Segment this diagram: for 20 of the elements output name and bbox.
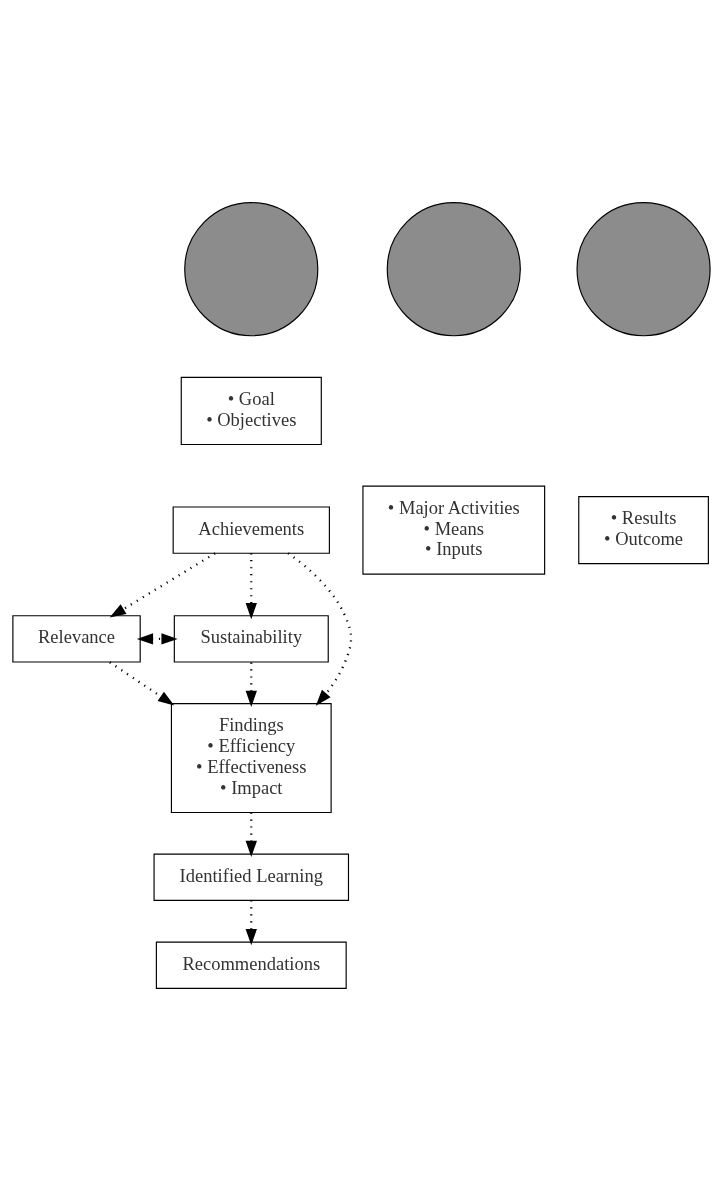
node-circle xyxy=(184,202,319,337)
arrow xyxy=(136,633,178,645)
arrow xyxy=(245,553,257,620)
arrow xyxy=(109,661,175,706)
arrow xyxy=(245,662,257,707)
arrow xyxy=(245,812,257,858)
arrow xyxy=(287,552,353,706)
node-box: • Goal • Objectives xyxy=(180,376,322,446)
node-box: • Major Activities • Means • Inputs xyxy=(362,485,546,575)
node-circle xyxy=(576,202,711,337)
node-box: Sustainability xyxy=(173,615,329,663)
node-box: Relevance xyxy=(12,615,141,663)
node-box: Findings • Efficiency • Effectiveness • Impact xyxy=(170,703,332,814)
node-circle xyxy=(386,202,521,337)
node-box: Achievements xyxy=(172,506,330,554)
node-box: • Results • Outcome xyxy=(578,496,709,565)
arrow xyxy=(109,552,216,618)
node-box: Recommendations xyxy=(155,941,347,989)
arrow xyxy=(245,900,257,946)
node-box: Identified Learning xyxy=(153,853,350,901)
